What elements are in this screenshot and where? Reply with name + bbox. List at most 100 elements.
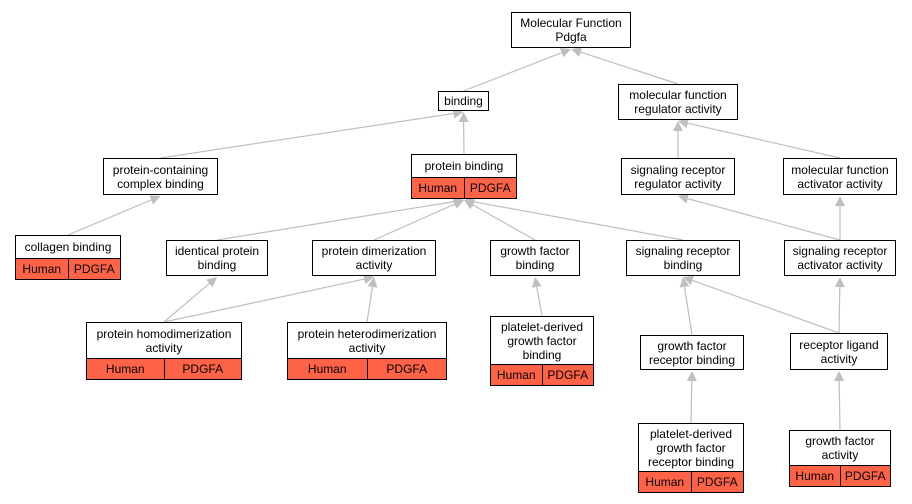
arrowhead-pdgfb-to-gfb bbox=[531, 277, 542, 288]
arrowhead-pdgfrb-to-gfrb bbox=[686, 371, 697, 382]
arrowhead-mfreg-to-mf bbox=[571, 47, 583, 57]
gene-cell: PDGFA bbox=[463, 178, 517, 198]
node-mf[interactable]: Molecular Function Pdgfa bbox=[511, 12, 631, 48]
species-cell: Human bbox=[105, 362, 145, 376]
node-sraa[interactable]: signaling receptor activator activity bbox=[784, 240, 896, 276]
species-cell: Human bbox=[795, 469, 835, 483]
edge-mfreg-to-mf bbox=[580, 51, 679, 85]
arrowhead-srra-to-mfreg bbox=[673, 121, 683, 131]
node-label: growth factor binding bbox=[500, 244, 570, 272]
arrowhead-mfaa-to-mfreg bbox=[678, 118, 689, 129]
node-label: protein homodimerization activity bbox=[96, 326, 232, 355]
annotation-row: Human PDGFA bbox=[412, 177, 516, 198]
node-label: receptor ligand activity bbox=[799, 337, 879, 366]
node-label: signaling receptor regulator activity bbox=[630, 162, 726, 191]
node-binding[interactable]: binding bbox=[438, 91, 489, 111]
node-pda[interactable]: protein dimerization activity bbox=[312, 240, 436, 276]
node-label: protein dimerization activity bbox=[321, 244, 427, 272]
edge-rla-to-sraa bbox=[838, 286, 841, 334]
node-gfb[interactable]: growth factor binding bbox=[490, 240, 580, 276]
node-label: growth factor activity bbox=[805, 434, 875, 462]
arrowhead-phda-to-pda bbox=[363, 274, 374, 284]
edge-gfrb-to-srb bbox=[683, 286, 693, 336]
arrowhead-sraa-to-mfaa bbox=[835, 196, 845, 206]
gene-cell: PDGFA bbox=[839, 466, 891, 486]
arrowhead-gfa-to-rla bbox=[834, 371, 845, 382]
arrowhead-pcb-to-binding bbox=[452, 108, 464, 119]
edge-phtda-to-pda bbox=[366, 286, 374, 323]
node-label: signaling receptor activator activity bbox=[792, 244, 888, 272]
arrowhead-rla-to-srb bbox=[683, 275, 695, 286]
edge-gfb-to-pb bbox=[472, 204, 536, 241]
node-label: signaling receptor binding bbox=[635, 244, 731, 272]
gene-cell: PDGFA bbox=[366, 359, 447, 379]
edge-sraa-to-srra bbox=[687, 198, 841, 241]
annotation-row: Human PDGFA bbox=[639, 471, 743, 492]
species-cell: Human bbox=[418, 181, 458, 195]
node-label: binding bbox=[444, 94, 483, 108]
node-label: platelet-derived growth factor binding bbox=[500, 319, 584, 362]
edge-phda-to-pda bbox=[163, 278, 365, 323]
edge-gfa-to-rla bbox=[838, 380, 841, 431]
edge-srb-to-pb bbox=[473, 201, 684, 241]
arrowhead-phda-to-ipb bbox=[206, 277, 217, 288]
node-gfrb[interactable]: growth factor receptor binding bbox=[640, 335, 744, 370]
node-label: molecular function regulator activity bbox=[629, 88, 727, 116]
node-mfaa[interactable]: molecular function activator activity bbox=[783, 158, 897, 195]
species-cell: Human bbox=[22, 262, 62, 276]
edge-ipb-to-pb bbox=[216, 201, 455, 241]
edge-binding-to-mf bbox=[463, 52, 562, 92]
arrowhead-phtda-to-pda bbox=[367, 277, 378, 288]
node-ipb[interactable]: identical protein binding bbox=[166, 240, 268, 276]
arrowhead-gfrb-to-srb bbox=[679, 277, 690, 288]
edge-cb-to-pcb bbox=[67, 199, 152, 236]
node-label: protein heterodimerization activity bbox=[297, 326, 437, 355]
gene-cell: PDGFA bbox=[163, 359, 242, 379]
node-label: protein binding bbox=[424, 159, 504, 173]
node-label: molecular function activator activity bbox=[791, 162, 889, 191]
arrowhead-srb-to-pb bbox=[464, 196, 475, 207]
node-srra[interactable]: signaling receptor regulator activity bbox=[621, 158, 735, 195]
annotation-row: Human PDGFA bbox=[491, 364, 593, 385]
node-pcb[interactable]: protein-containing complex binding bbox=[103, 158, 218, 195]
edge-pda-to-pb bbox=[373, 203, 456, 241]
arrowhead-pda-to-pb bbox=[452, 199, 464, 209]
node-label: identical protein binding bbox=[174, 244, 260, 272]
arrowhead-cb-to-pcb bbox=[149, 195, 161, 205]
edge-phda-to-ipb bbox=[163, 283, 210, 323]
arrowhead-rla-to-sraa bbox=[834, 277, 845, 288]
edge-pdgfrb-to-gfrb bbox=[690, 380, 693, 424]
arrowhead-binding-to-mf bbox=[559, 47, 571, 58]
node-label: platelet-derived growth factor receptor … bbox=[647, 426, 735, 469]
edge-rla-to-srb bbox=[692, 279, 840, 334]
species-cell: Human bbox=[496, 368, 536, 382]
species-cell: Human bbox=[645, 475, 685, 489]
annotation-row: Human PDGFA bbox=[790, 465, 890, 486]
node-label: Molecular Function Pdgfa bbox=[520, 16, 622, 44]
node-mfreg[interactable]: molecular function regulator activity bbox=[618, 84, 738, 120]
gene-cell: PDGFA bbox=[67, 259, 121, 279]
node-label: growth factor receptor binding bbox=[648, 338, 736, 367]
arrowhead-pb-to-binding bbox=[458, 112, 469, 123]
node-label: protein-containing complex binding bbox=[112, 162, 209, 191]
arrowhead-sraa-to-srra bbox=[678, 193, 689, 204]
node-label: collagen binding bbox=[24, 240, 112, 254]
node-pdgfrb[interactable]: platelet-derived growth factor receptor … bbox=[638, 423, 744, 493]
edge-pcb-to-binding bbox=[160, 112, 454, 159]
node-srb[interactable]: signaling receptor binding bbox=[626, 240, 740, 276]
annotation-row: Human PDGFA bbox=[87, 358, 241, 379]
gene-cell: PDGFA bbox=[690, 472, 744, 492]
gene-cell: PDGFA bbox=[541, 365, 594, 385]
edge-mfaa-to-mfreg bbox=[687, 122, 841, 159]
annotation-row: Human PDGFA bbox=[16, 258, 120, 279]
node-rla[interactable]: receptor ligand activity bbox=[790, 333, 888, 370]
